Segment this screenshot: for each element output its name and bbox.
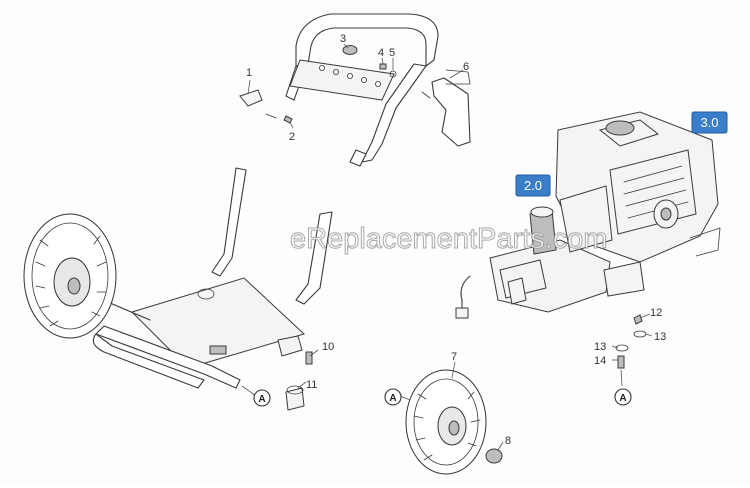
part-number: 6 [463, 61, 469, 73]
part-number: 13 [654, 331, 666, 343]
badge-engine-assembly[interactable]: 3.0 [691, 111, 728, 134]
part-number: 11 [306, 379, 317, 391]
part-number: 12 [650, 307, 662, 319]
callout-a-wheel: A [384, 388, 402, 406]
leader-lines [241, 43, 653, 451]
frame-base [69, 167, 333, 389]
engine-assembly [555, 111, 721, 297]
callout-letter: A [258, 394, 265, 405]
part-number: 13 [594, 341, 606, 353]
bottom-wheel [405, 369, 503, 475]
part-number: 8 [505, 435, 511, 447]
watermark-text: eReplacementParts.com [290, 223, 608, 255]
part-number: 3 [340, 33, 346, 45]
badge-label: 2.0 [524, 178, 542, 193]
part-number: 7 [451, 351, 457, 363]
part-number-labels: 1 2 3 4 5 6 7 8 10 11 12 13 13 14 [246, 33, 666, 447]
foot-parts [285, 351, 313, 411]
part-number: 14 [594, 355, 606, 367]
part-number: 2 [289, 131, 295, 143]
mount-hardware [615, 314, 647, 387]
badge-pump-assembly[interactable]: 2.0 [515, 174, 551, 197]
left-wheel [23, 213, 117, 339]
part-number: 10 [322, 341, 334, 353]
callout-letter: A [619, 393, 626, 404]
callout-letter: A [389, 393, 396, 404]
part-number: 4 [378, 47, 384, 59]
part-number: 5 [389, 47, 395, 59]
callout-a-hardware: A [614, 388, 632, 406]
badge-label: 3.0 [700, 115, 718, 130]
part-number: 1 [246, 67, 252, 79]
pump-assembly [455, 206, 611, 319]
callout-a-frame: A [253, 389, 271, 407]
handle-assembly [239, 13, 471, 167]
